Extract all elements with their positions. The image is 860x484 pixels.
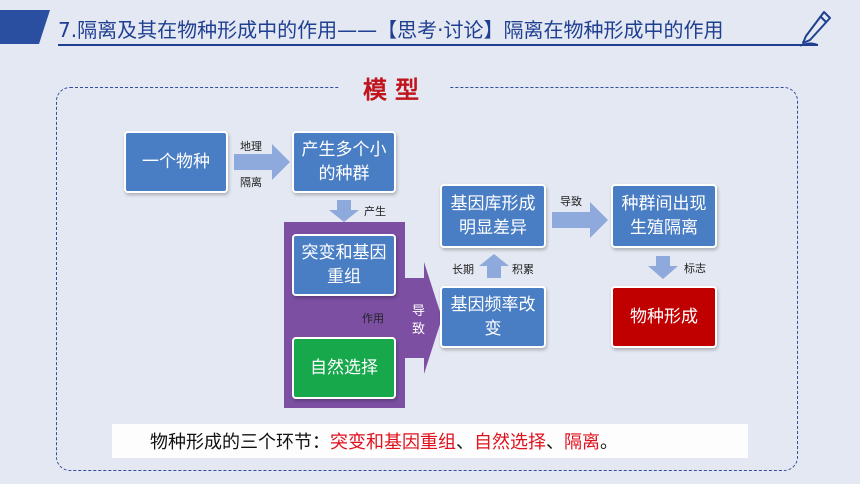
- summary-bar: 物种形成的三个环节： 突变和基因重组 、 自然选择 、 隔离 。: [112, 424, 748, 458]
- summary-item-selection: 自然选择: [474, 432, 546, 453]
- summary-sep-1: 、: [456, 432, 474, 453]
- label-geo-2: 隔离: [240, 176, 262, 189]
- header-underline: [58, 44, 818, 46]
- arrow-marker: [648, 256, 678, 279]
- box-many-populations: 产生多个小的种群: [292, 131, 396, 193]
- label-lead-1: 导: [412, 304, 426, 319]
- summary-prefix: 物种形成的三个环节：: [150, 432, 330, 453]
- panel-arrow: [404, 262, 442, 374]
- summary-item-mutation: 突变和基因重组: [330, 432, 456, 453]
- summary-sep-2: 、: [546, 432, 564, 453]
- label-lead-2: 致: [412, 322, 426, 337]
- summary-end: 。: [600, 432, 618, 453]
- label-produce: 产生: [364, 205, 386, 218]
- box-mutation-recombination: 突变和基因重组: [292, 234, 396, 296]
- label-geo-1: 地理: [240, 140, 262, 153]
- label-long-term: 长期: [452, 263, 474, 276]
- label-act: 作用: [362, 312, 384, 325]
- arrow-lead-to: [552, 202, 608, 238]
- arrow-produce: [329, 200, 359, 222]
- label-lead-to: 导致: [560, 195, 582, 208]
- label-marker: 标志: [684, 262, 706, 275]
- box-gene-frequency-change: 基因频率改变: [440, 286, 546, 348]
- arrow-long-term: [479, 254, 509, 278]
- section-title: 模型: [340, 70, 450, 105]
- box-one-species: 一个物种: [124, 131, 228, 193]
- box-gene-pool-difference: 基因库形成明显差异: [440, 184, 546, 248]
- page-title: 7.隔离及其在物种形成中的作用——【思考·讨论】隔离在物种形成中的作用: [58, 18, 724, 42]
- label-accumulate: 积累: [512, 263, 534, 276]
- pen-icon: [799, 11, 831, 47]
- box-new-species: 物种形成: [611, 286, 717, 348]
- summary-item-isolation: 隔离: [564, 432, 600, 453]
- arrow-geographic-isolation: [234, 144, 290, 180]
- box-reproductive-isolation: 种群间出现生殖隔离: [611, 184, 717, 248]
- box-natural-selection: 自然选择: [292, 337, 396, 399]
